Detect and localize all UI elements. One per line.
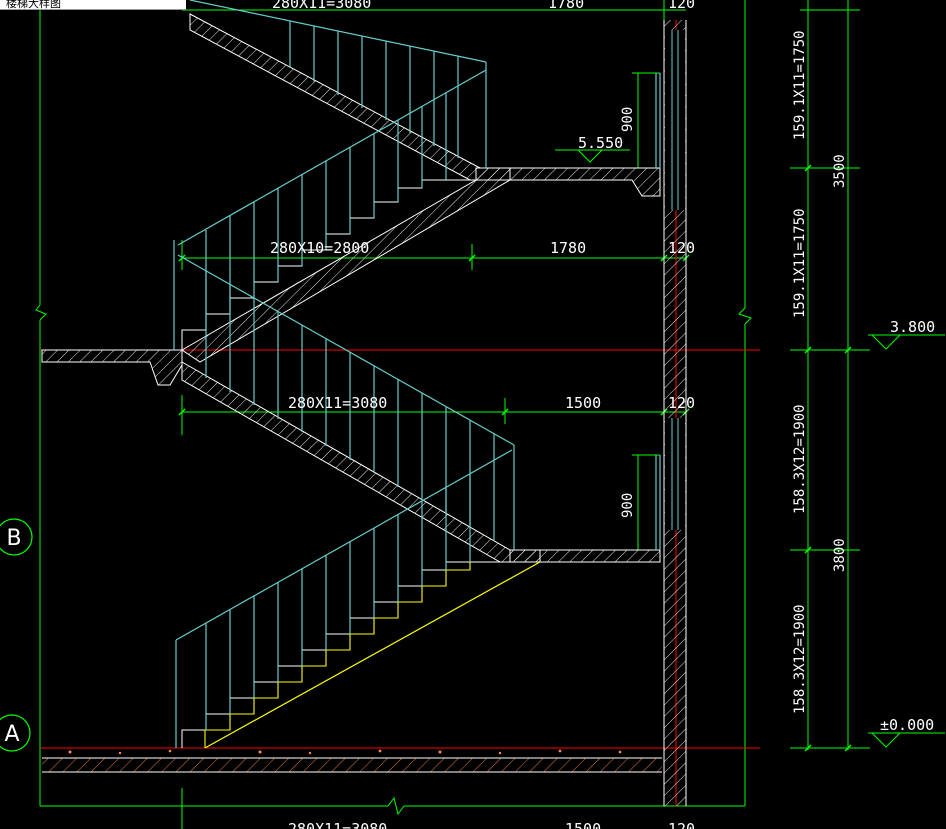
ground-slab (42, 749, 662, 773)
railings (173, 0, 661, 748)
dim-mid-run: 280X11=3080 (288, 394, 387, 412)
dim-top-run: 280X11=3080 (272, 0, 371, 12)
floor-slab-first (41, 349, 183, 386)
dim-bottom-landing: 1500 (565, 820, 601, 829)
axis-a-label: A (4, 722, 19, 747)
dim-bottom-run: 280X11=3080 (288, 820, 387, 829)
dim-upper-run: 280X10=2800 (270, 239, 369, 257)
dim-mid-wall: 120 (668, 394, 695, 412)
dim-guard-top: 900 (620, 107, 636, 132)
window-title-bar[interactable]: 楼梯大样图 (0, 0, 186, 10)
dim-flight-1: 158.3X12=1900 (792, 604, 808, 714)
axis-b-label: B (6, 526, 21, 551)
window-title: 楼梯大样图 (6, 0, 61, 10)
dim-top-wall: 120 (668, 0, 695, 12)
dimension-lines (35, 0, 945, 829)
flight-bottom (181, 561, 541, 749)
dim-flight-4: 159.1X11=1750 (792, 30, 808, 140)
dim-top-landing: 1780 (548, 0, 584, 12)
axis-a-bubble[interactable]: A (0, 714, 31, 752)
dim-storey-2: 3500 (832, 154, 848, 188)
dim-guard-bottom: 900 (620, 493, 636, 518)
axis-b-bubble[interactable]: B (0, 518, 33, 556)
dim-flight-2: 158.3X12=1900 (792, 404, 808, 514)
dim-storey-1: 3800 (832, 538, 848, 572)
dim-flight-3: 159.1X11=1750 (792, 208, 808, 318)
flight-mid (181, 361, 541, 563)
dim-upper-wall: 120 (668, 239, 695, 257)
dim-bottom-wall: 120 (668, 820, 695, 829)
flight-upper (181, 179, 512, 363)
level-ground: ±0.000 (880, 716, 934, 734)
dim-upper-landing: 1780 (550, 239, 586, 257)
dim-mid-landing: 1500 (565, 394, 601, 412)
level-first: 3.800 (890, 318, 935, 336)
stair-wall (663, 20, 687, 806)
landing-mid (509, 549, 661, 563)
level-landing: 5.550 (578, 134, 623, 152)
